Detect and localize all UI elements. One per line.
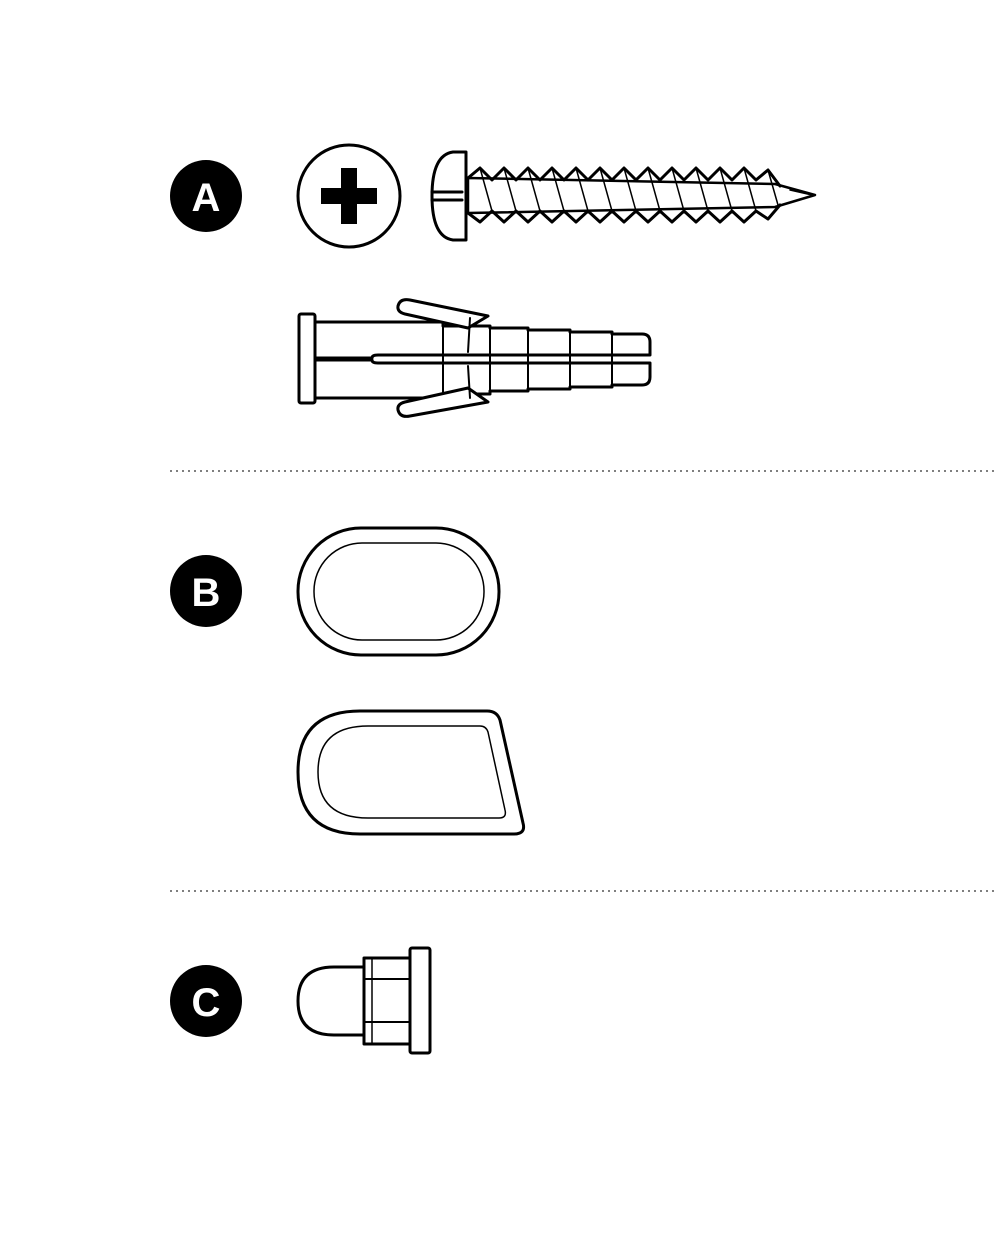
section-c-label: C xyxy=(192,981,221,1025)
section-b-badge: B xyxy=(170,555,242,627)
section-c: C xyxy=(170,946,432,1055)
phillips-drive-icon xyxy=(296,143,402,249)
section-c-badge: C xyxy=(170,965,242,1037)
section-a-badge: A xyxy=(170,160,242,232)
section-b: B xyxy=(170,526,526,836)
section-a: A xyxy=(170,143,817,418)
section-b-label: B xyxy=(192,571,221,615)
oval-cap xyxy=(296,526,501,657)
cap-nut xyxy=(296,946,432,1055)
section-a-label: A xyxy=(192,176,221,220)
wall-anchor xyxy=(297,298,652,418)
pan-head-screw xyxy=(430,150,817,242)
angled-cap xyxy=(296,709,526,836)
